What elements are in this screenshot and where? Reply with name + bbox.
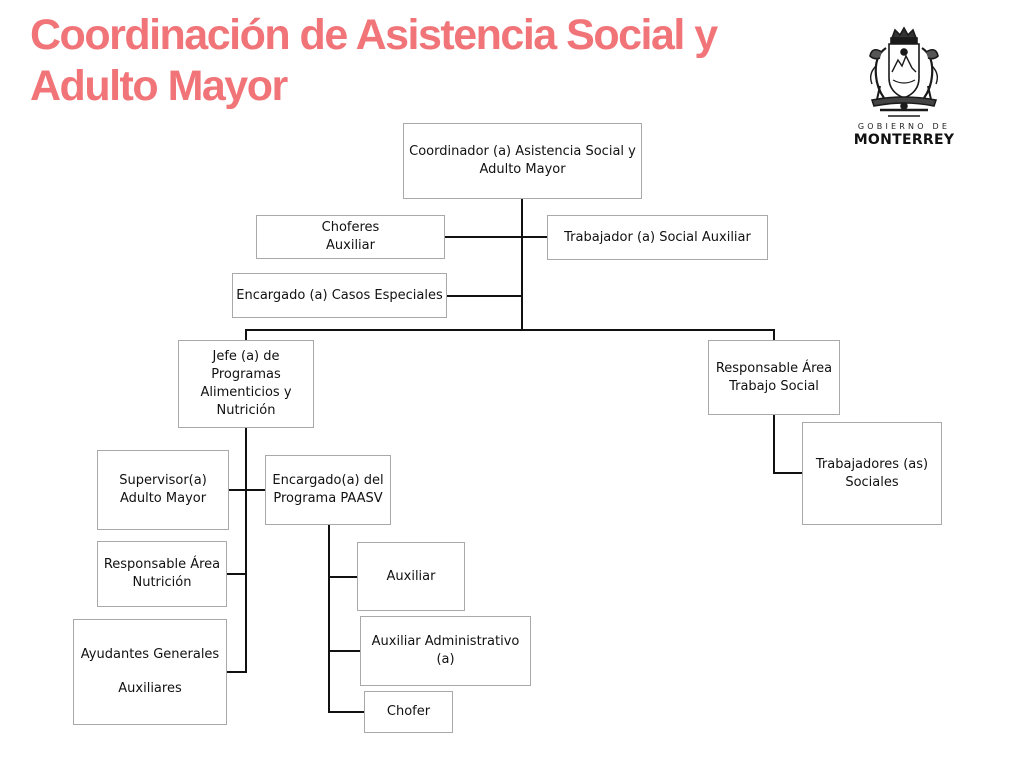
trabajadores-sociales-label: Trabajadores (as) Sociales: [815, 456, 929, 490]
logo-subtitle: GOBIERNO DE: [857, 122, 951, 131]
auxiliar-administrativo-label: Auxiliar Administrativo (a): [371, 634, 520, 667]
gobierno-monterrey-logo: GOBIERNO DE MONTERREY: [846, 26, 962, 152]
responsable-trabajo-social-label: Responsable Área Trabajo Social: [715, 360, 833, 394]
responsable-trabajo-social-box: Responsable Área Trabajo Social: [708, 340, 840, 415]
supervisor-adulto-mayor-label: Supervisor(a) Adulto Mayor: [119, 473, 207, 506]
encargado-paasv-box: Encargado(a) del Programa PAASV: [265, 455, 391, 525]
supervisor-adulto-mayor-box: Supervisor(a) Adulto Mayor: [97, 450, 229, 530]
chofer-box: Chofer: [364, 691, 453, 733]
responsable-nutricion-label: Responsable Área Nutrición: [103, 557, 221, 590]
auxiliares-label: Auxiliares: [118, 681, 182, 696]
logo-city: MONTERREY: [853, 132, 955, 148]
jefe-programas-label: Jefe (a) de Programas Alimenticios y Nut…: [200, 349, 292, 418]
responsable-nutricion-box: Responsable Área Nutrición: [97, 541, 227, 607]
page-title: Coordinación de Asistencia Social y Adul…: [30, 10, 790, 112]
coordinator-label: Coordinador (a) Asistencia Social y Adul…: [409, 144, 636, 177]
ayudantes-generales-label: Ayudantes Generales: [80, 647, 220, 662]
auxiliar-label: Auxiliar: [386, 568, 436, 584]
ayudantes-generales-box: Ayudantes Generales Auxiliares: [73, 619, 227, 725]
choferes-label: Choferes: [321, 220, 380, 235]
trabajador-social-auxiliar-label: Trabajador (a) Social Auxiliar: [564, 229, 751, 245]
choferes-auxiliar-label: Auxiliar: [326, 238, 375, 253]
page-title-line-2: Adulto Mayor: [30, 62, 288, 110]
casos-especiales-label: Encargado (a) Casos Especiales: [236, 287, 443, 303]
coordinator-box: Coordinador (a) Asistencia Social y Adul…: [403, 123, 642, 199]
coat-of-arms-icon: [869, 26, 939, 117]
casos-especiales-box: Encargado (a) Casos Especiales: [232, 273, 447, 318]
encargado-paasv-label: Encargado(a) del Programa PAASV: [272, 473, 384, 506]
choferes-auxiliar-box: Choferes Auxiliar: [256, 215, 445, 259]
page-title-line-1: Coordinación de Asistencia Social y: [30, 11, 718, 59]
trabajador-social-auxiliar-box: Trabajador (a) Social Auxiliar: [547, 215, 768, 260]
trabajadores-sociales-box: Trabajadores (as) Sociales: [802, 422, 942, 525]
jefe-programas-box: Jefe (a) de Programas Alimenticios y Nut…: [178, 340, 314, 428]
chofer-label: Chofer: [386, 704, 431, 719]
auxiliar-administrativo-box: Auxiliar Administrativo (a): [360, 616, 531, 686]
auxiliar-box: Auxiliar: [357, 542, 465, 611]
